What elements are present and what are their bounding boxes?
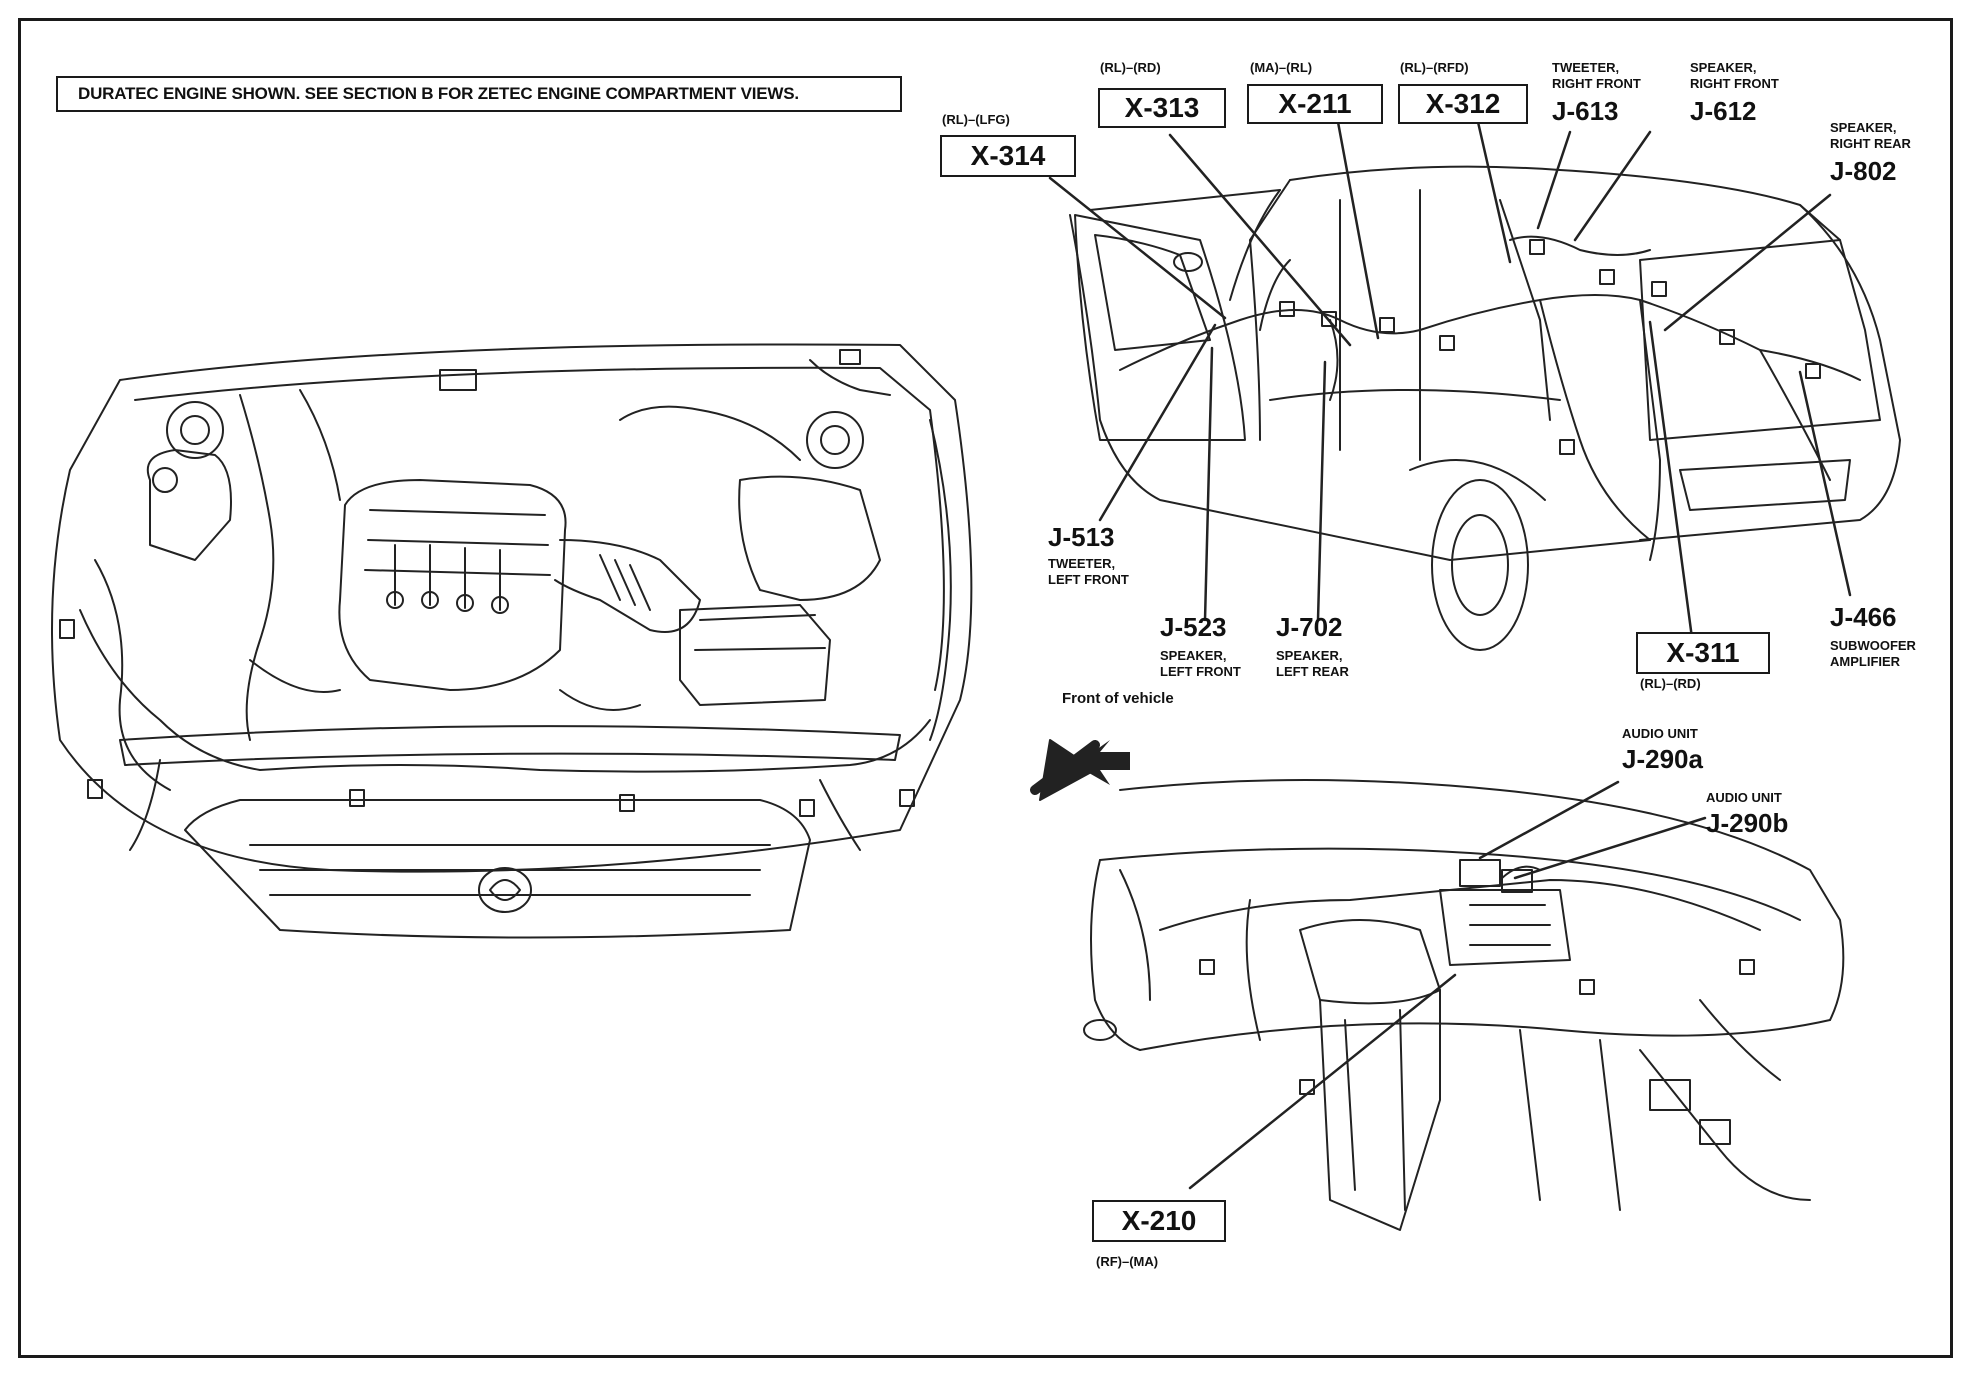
- connector-code-x311: (RL)–(RD): [1640, 676, 1701, 691]
- front-arrow-icon: [1075, 740, 1130, 785]
- connector-code-x211: (MA)–(RL): [1250, 60, 1313, 75]
- connector-box-x314: X-314: [940, 135, 1076, 177]
- connector-code-x210: (RF)–(MA): [1096, 1254, 1159, 1269]
- jack-desc-j802-line2: RIGHT REAR: [1830, 136, 1911, 151]
- jack-desc-j290a: AUDIO UNIT: [1622, 726, 1698, 741]
- connector-box-x312: X-312: [1398, 84, 1528, 124]
- vehicle-body-illustration: [1069, 165, 1901, 651]
- jack-desc-j513-line1: TWEETER,: [1048, 556, 1116, 571]
- jack-id-j290b: J-290b: [1706, 808, 1789, 838]
- jack-id-j612: J-612: [1690, 96, 1757, 126]
- jack-desc-j612-line2: RIGHT FRONT: [1690, 76, 1779, 91]
- jack-desc-j702-line1: SPEAKER,: [1276, 648, 1343, 663]
- jack-desc-j466-line2: AMPLIFIER: [1830, 654, 1901, 669]
- connector-box-x313: X-313: [1098, 88, 1226, 128]
- connector-code-x314: (RL)–(LFG): [942, 112, 1010, 127]
- jack-id-j802: J-802: [1830, 156, 1897, 186]
- jack-desc-j523-line1: SPEAKER,: [1160, 648, 1227, 663]
- jack-id-j523: J-523: [1160, 612, 1227, 642]
- engine-compartment-illustration: [51, 343, 973, 939]
- connector-box-x211: X-211: [1247, 84, 1383, 124]
- jack-id-j613: J-613: [1552, 96, 1619, 126]
- jack-desc-j523-line2: LEFT FRONT: [1160, 664, 1241, 679]
- jack-desc-j466-line1: SUBWOOFER: [1830, 638, 1916, 653]
- jack-desc-j613-line1: TWEETER,: [1552, 60, 1620, 75]
- jack-id-j702: J-702: [1276, 612, 1343, 642]
- jack-id-j290a: J-290a: [1622, 744, 1703, 774]
- front-of-vehicle-label: Front of vehicle: [1062, 690, 1174, 707]
- diagram-frame: [18, 18, 1953, 1358]
- connector-code-x312: (RL)–(RFD): [1400, 60, 1469, 75]
- jack-desc-j613-line2: RIGHT FRONT: [1552, 76, 1641, 91]
- jack-desc-j612-line1: SPEAKER,: [1690, 60, 1757, 75]
- jack-desc-j290b: AUDIO UNIT: [1706, 790, 1782, 805]
- jack-desc-j802-line1: SPEAKER,: [1830, 120, 1897, 135]
- jack-id-j513: J-513: [1048, 522, 1115, 552]
- instrument-panel-illustration: [1083, 779, 1845, 1231]
- connector-code-x313: (RL)–(RD): [1100, 60, 1161, 75]
- leader-lines: [1048, 120, 1852, 1190]
- engine-note: DURATEC ENGINE SHOWN. SEE SECTION B FOR …: [56, 76, 902, 112]
- jack-id-j466: J-466: [1830, 602, 1897, 632]
- connector-box-x210: X-210: [1092, 1200, 1226, 1242]
- jack-desc-j513-line2: LEFT FRONT: [1048, 572, 1129, 587]
- jack-desc-j702-line2: LEFT REAR: [1276, 664, 1349, 679]
- connector-box-x311: X-311: [1636, 632, 1770, 674]
